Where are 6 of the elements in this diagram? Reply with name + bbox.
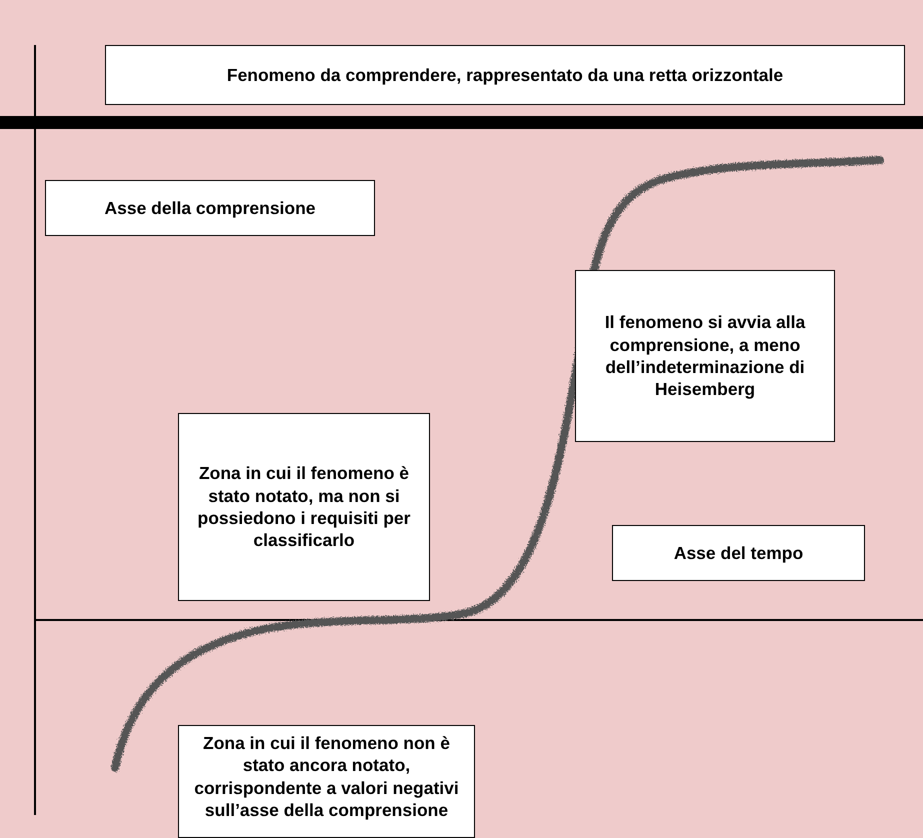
zone-box: Zona in cui il fenomeno non è stato ancora notato, corrispondente a valori negativi sull’asse della comprensione [178,725,475,838]
zone-box: Il fenomeno si avvia alla comprensione, a meno dell’indeterminazione di Heisemberg [575,270,835,442]
axis-label-box: Asse del tempo [612,525,865,581]
text-box: Fenomeno da comprendere, rappresentato da una retta orizzontale [105,45,905,105]
zone-box: Zona in cui il fenomeno è stato notato, ma non si possiedono i requisiti per classificarlo [178,413,430,601]
axis-label-box: Asse della comprensione [45,180,375,236]
